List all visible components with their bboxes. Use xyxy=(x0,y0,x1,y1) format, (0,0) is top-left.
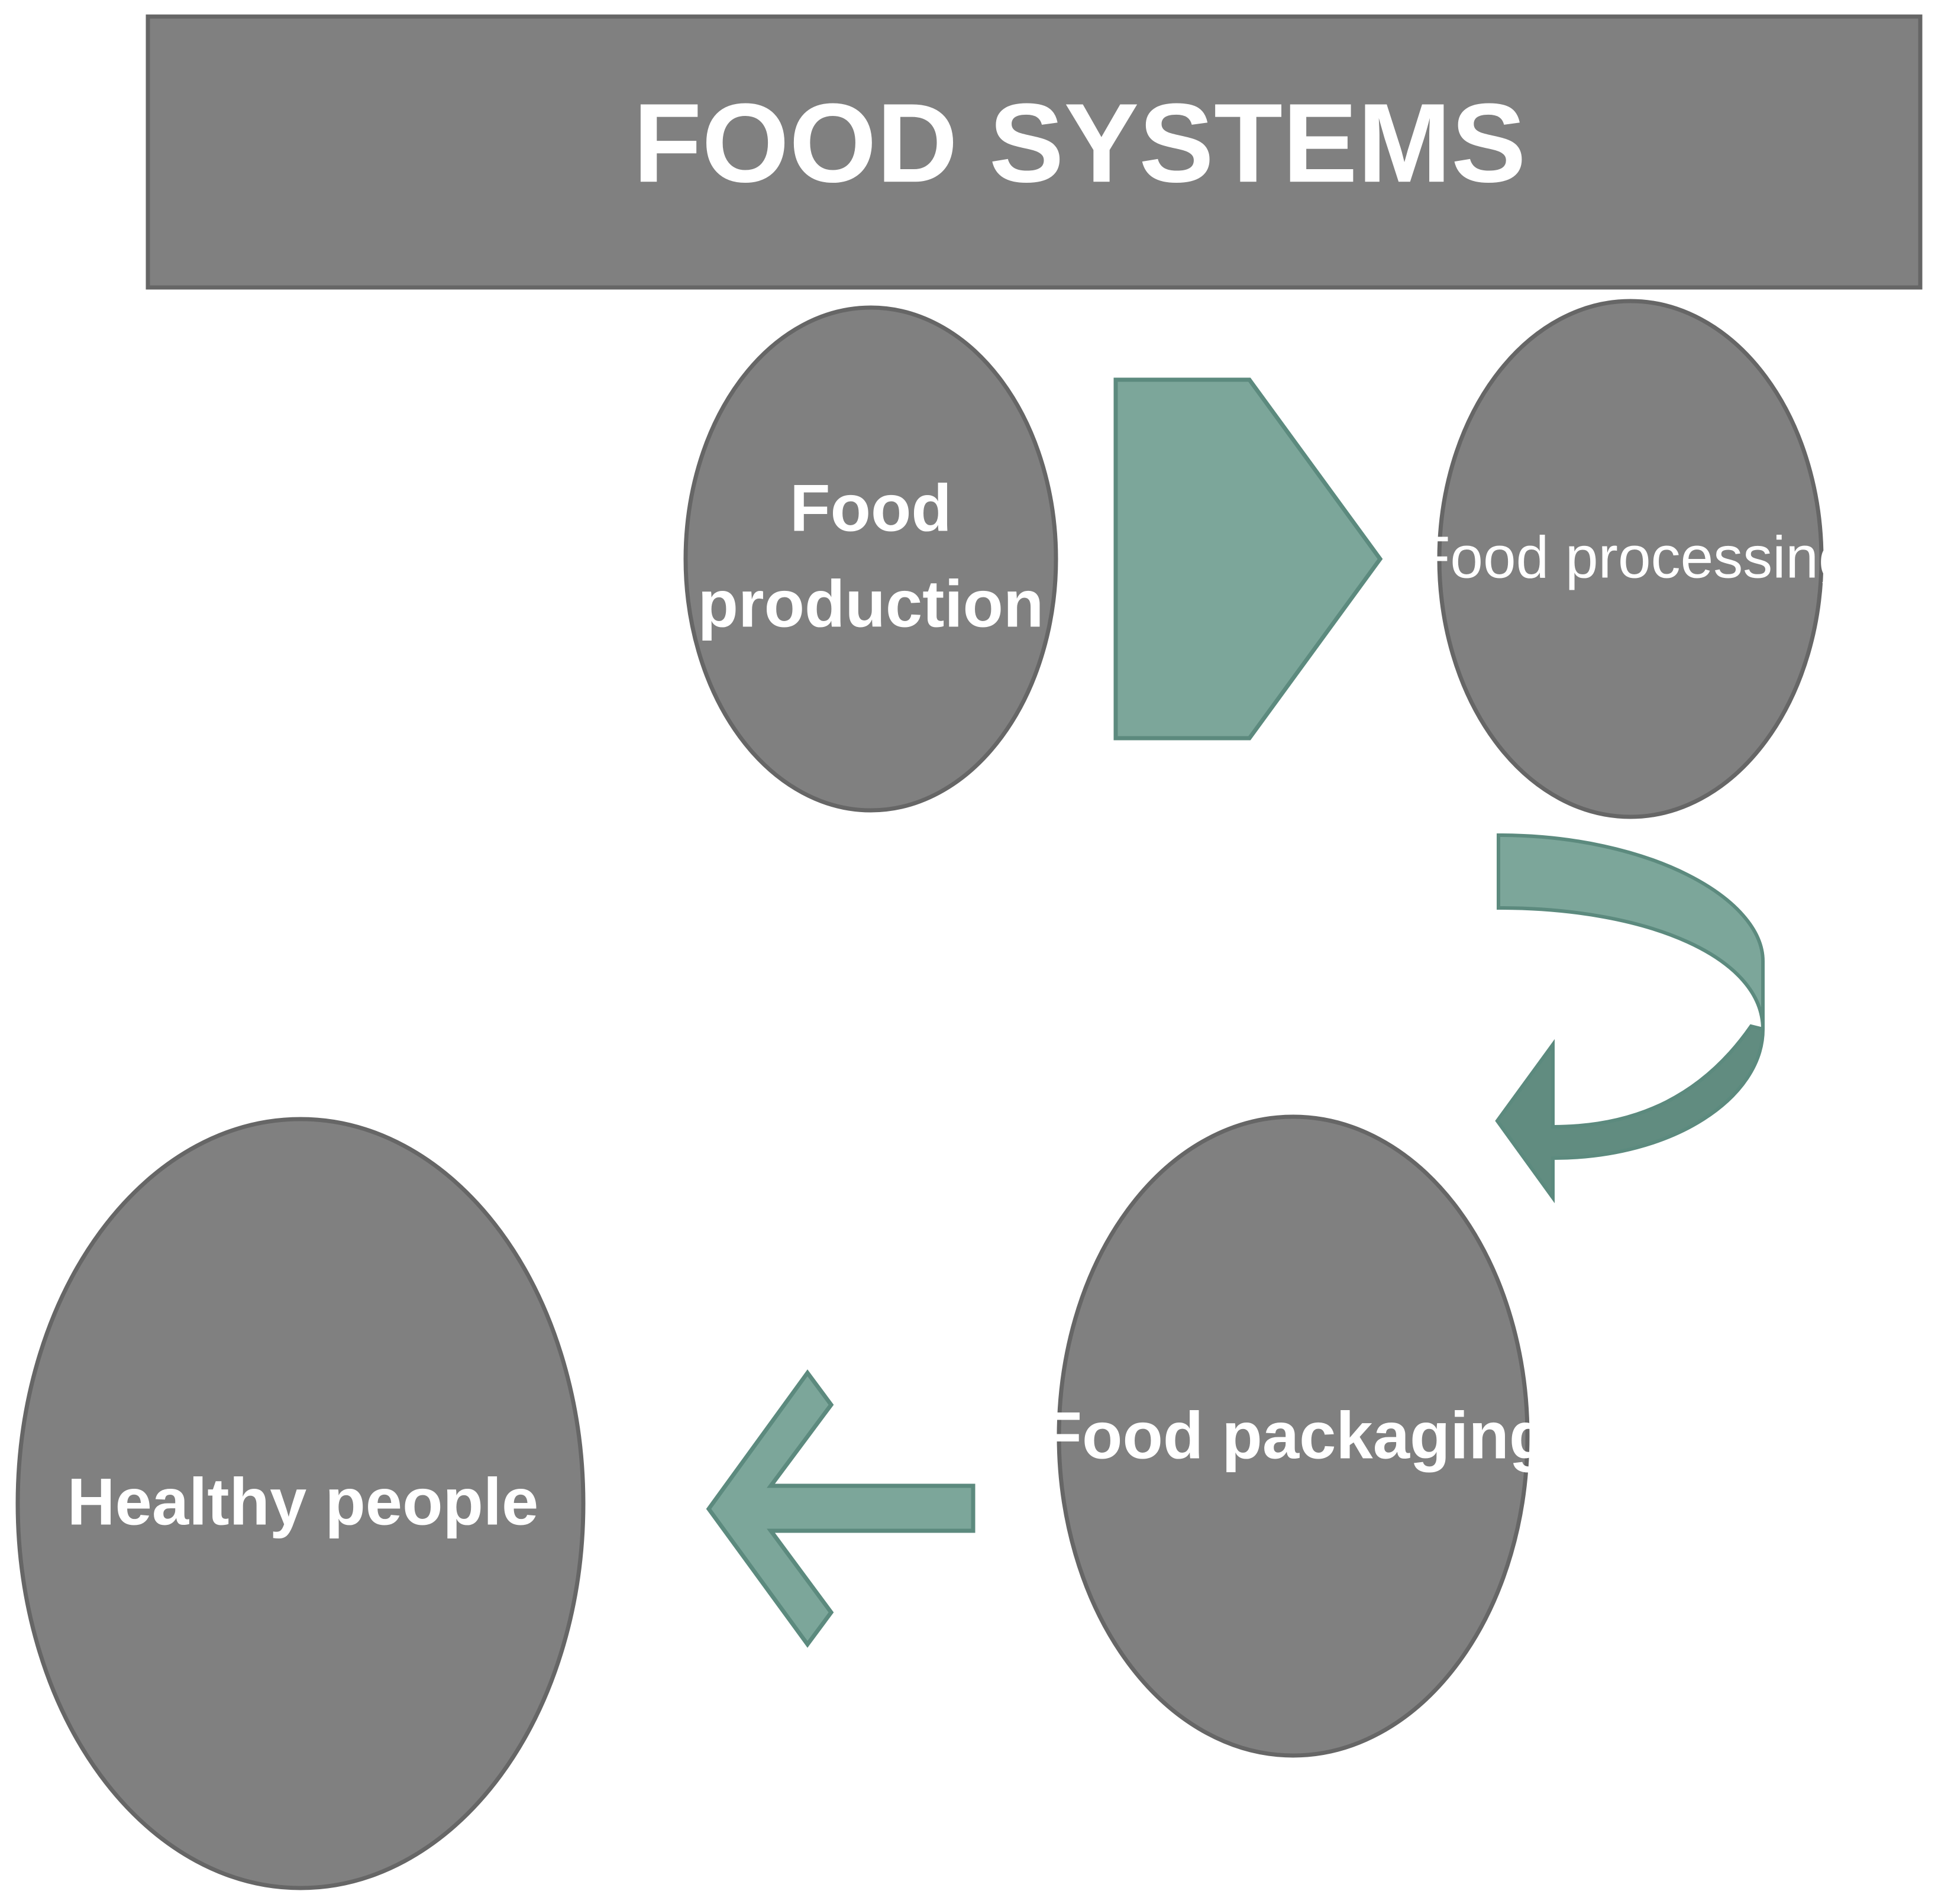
node-food-production-label-line2: production xyxy=(698,567,1044,641)
node-healthy-people-ellipse xyxy=(15,1117,586,1890)
node-healthy-people-label: Healthy people xyxy=(67,1465,539,1539)
arrow-packaging-to-healthy xyxy=(706,1369,976,1648)
node-food-processing-ellipse xyxy=(1437,299,1824,819)
node-food-packaging-ellipse xyxy=(1057,1114,1530,1758)
title-text: FOOD SYSTEMS xyxy=(633,80,1526,206)
node-food-packaging-label: Food packaging xyxy=(1042,1399,1550,1473)
curved-arrow-band xyxy=(1497,833,1765,1030)
arrow-production-to-processing xyxy=(1113,377,1383,741)
title-box xyxy=(146,14,1923,290)
node-food-processing: Food processing xyxy=(1414,299,1852,819)
title-banner: FOOD SYSTEMS xyxy=(146,14,1923,290)
curved-arrow-head xyxy=(1495,1024,1765,1204)
node-food-production-label-line1: Food xyxy=(790,471,952,545)
node-food-processing-label: Food processing xyxy=(1414,524,1851,590)
node-food-production: Food production xyxy=(683,305,1058,813)
node-food-production-ellipse xyxy=(683,305,1058,813)
arrow-processing-to-packaging xyxy=(1495,833,1765,1204)
node-food-packaging: Food packaging xyxy=(1042,1114,1550,1758)
node-healthy-people: Healthy people xyxy=(15,1117,586,1890)
